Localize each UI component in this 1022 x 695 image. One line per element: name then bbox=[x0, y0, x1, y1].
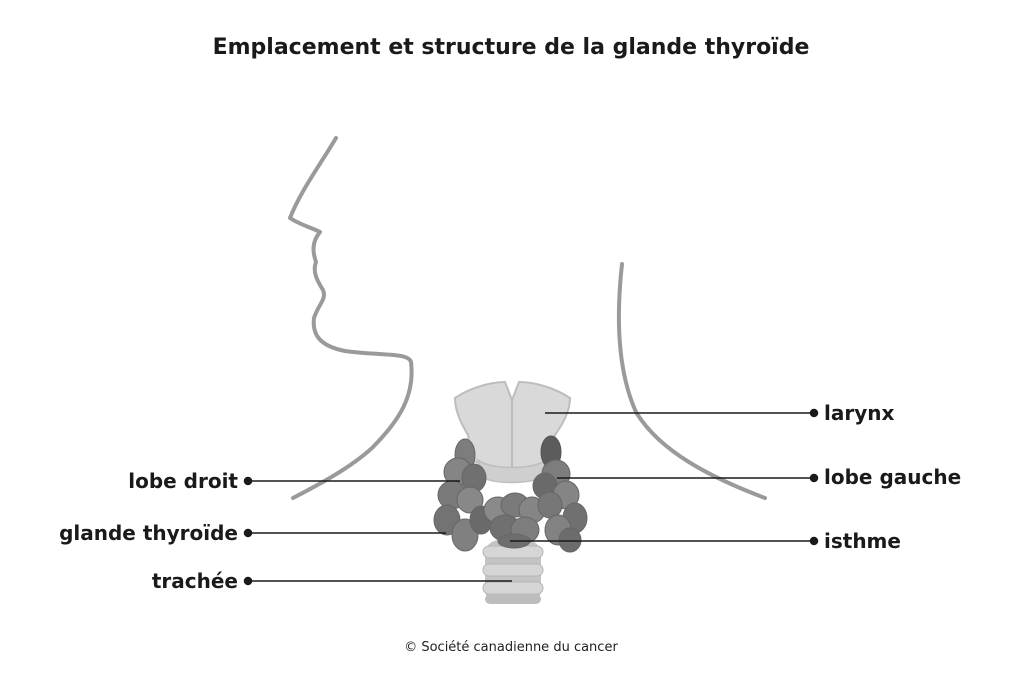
isthmus bbox=[483, 492, 546, 549]
label-lobe-droit: lobe droit bbox=[128, 469, 238, 493]
leader-lines bbox=[243, 408, 819, 586]
trachea bbox=[482, 540, 544, 604]
label-glande-thyroide: glande thyroïde bbox=[59, 521, 238, 545]
label-lobe-gauche: lobe gauche bbox=[824, 465, 962, 489]
label-trachee: trachée bbox=[151, 569, 238, 593]
copyright-credit: © Société canadienne du cancer bbox=[404, 640, 618, 655]
face-profile-outline bbox=[288, 136, 414, 500]
left-lobe bbox=[532, 435, 588, 553]
label-isthme: isthme bbox=[824, 529, 901, 553]
label-larynx: larynx bbox=[824, 401, 895, 425]
back-of-neck-outline bbox=[616, 262, 767, 500]
diagram-title: Emplacement et structure de la glande th… bbox=[212, 35, 810, 60]
thyroid-gland bbox=[433, 435, 588, 553]
